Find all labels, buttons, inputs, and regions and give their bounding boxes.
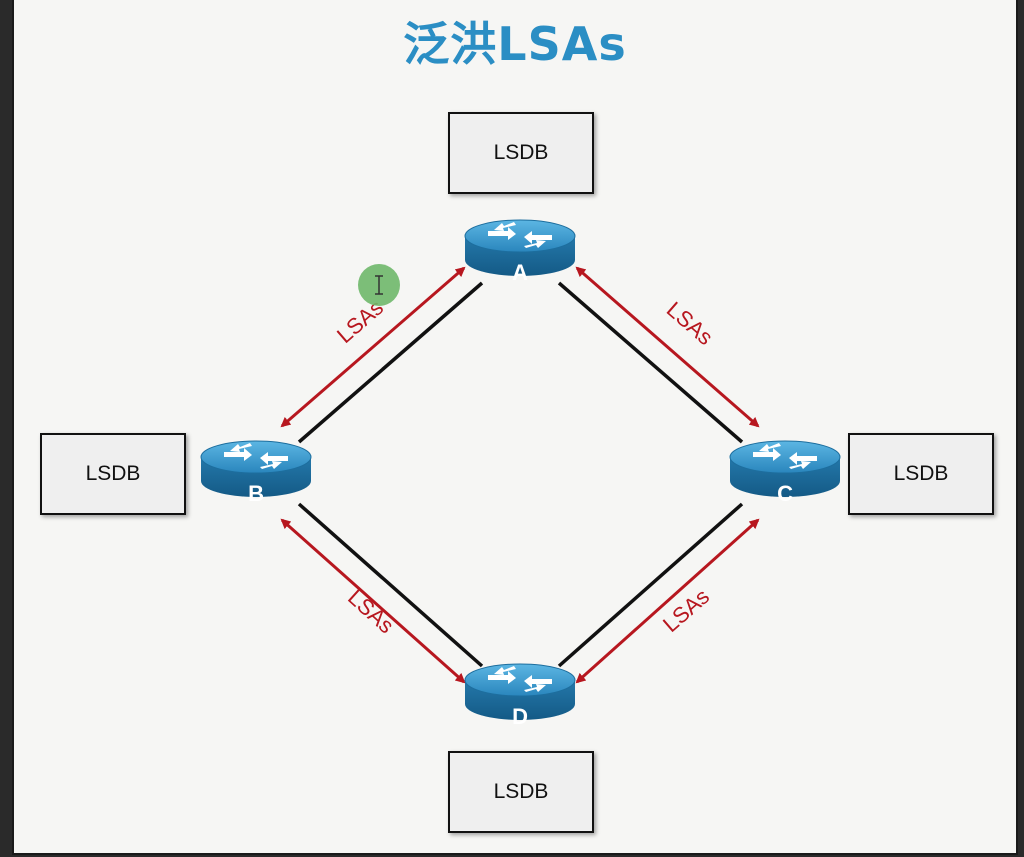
lsa-arrow-b-d (280, 518, 466, 684)
lsdb-box-a: LSDB (448, 112, 594, 194)
slide: 泛洪LSAs (12, 0, 1018, 855)
router-a-label: A (512, 260, 528, 285)
network-diagram: LSAs LSAs LSAs LSAs A B C D (200, 219, 841, 729)
text-cursor-icon (358, 264, 400, 306)
router-d: D (464, 663, 576, 729)
lsa-label-a-c: LSAs (662, 297, 718, 350)
lsa-arrow-a-b (280, 266, 466, 428)
lsa-arrow-a-c (575, 266, 760, 428)
router-b: B (200, 440, 312, 506)
router-c-label: C (777, 481, 793, 506)
link-a-c (557, 281, 744, 444)
lsa-arrow-c-d (575, 518, 760, 684)
router-d-label: D (512, 704, 528, 729)
router-b-label: B (248, 481, 264, 506)
link-a-b (297, 281, 484, 444)
lsdb-box-c: LSDB (848, 433, 994, 515)
router-a: A (464, 219, 576, 285)
lsa-label-c-d: LSAs (658, 584, 714, 637)
lsa-label-b-d: LSAs (343, 585, 399, 639)
page-title: 泛洪LSAs (403, 17, 627, 71)
lsdb-box-b: LSDB (40, 433, 186, 515)
lsa-arrows (280, 266, 760, 684)
router-c: C (729, 440, 841, 506)
link-b-d (297, 502, 484, 668)
link-c-d (557, 502, 744, 668)
lsdb-box-d: LSDB (448, 751, 594, 833)
